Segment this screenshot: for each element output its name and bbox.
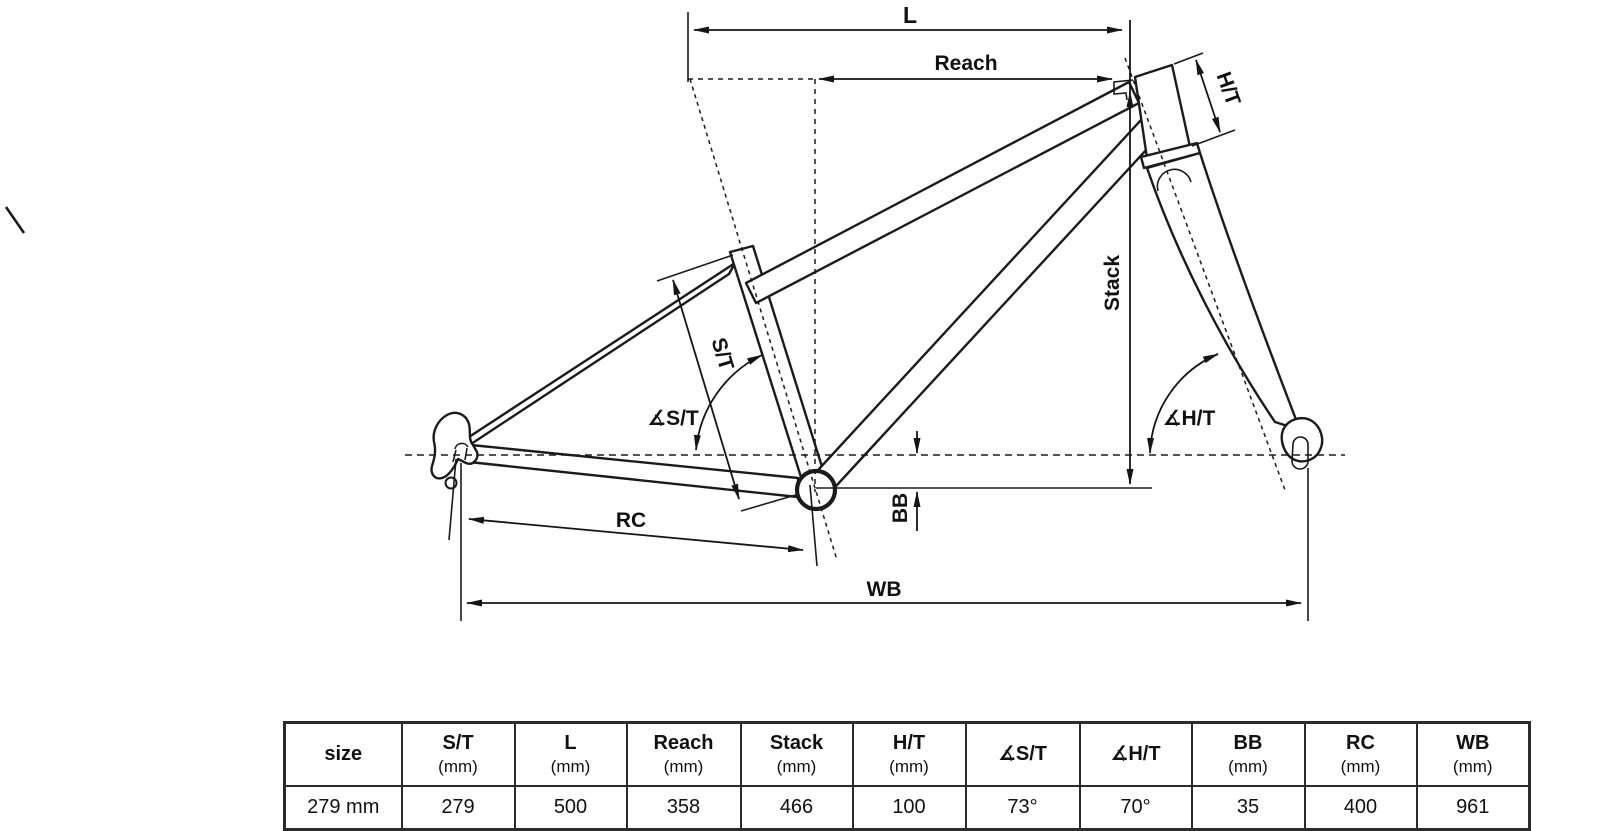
- dim-ht-extensions: [1173, 52, 1236, 147]
- table-cell: 279 mm: [283, 785, 403, 831]
- dimension-lines: [448, 12, 1309, 621]
- table-cell: 70°: [1078, 785, 1193, 831]
- table-cell: 279: [400, 785, 516, 831]
- chainstay: [467, 443, 800, 499]
- table-header-cell: BB(mm): [1190, 721, 1306, 787]
- head-tube-gusset: [1113, 79, 1134, 101]
- label-angle-st: ∡S/T: [647, 407, 699, 430]
- front-axle-slot: [1291, 436, 1309, 470]
- table-header-cell: RC(mm): [1303, 721, 1418, 787]
- fork-crown-arch: [1156, 168, 1192, 192]
- label-reach: Reach: [934, 52, 997, 75]
- construction-lines: [405, 57, 1345, 561]
- table-cell: 358: [625, 785, 742, 831]
- table-header-cell: L(mm): [513, 721, 628, 787]
- table-cell: 400: [1303, 785, 1418, 831]
- dim-st-extensions: [656, 254, 800, 512]
- rear-dropout: [430, 411, 479, 480]
- fork-blade: [1145, 151, 1302, 432]
- table-header-cell: WB(mm): [1415, 721, 1531, 787]
- table-cell: 35: [1190, 785, 1306, 831]
- label-stack: Stack: [1101, 255, 1124, 311]
- table-cell: 961: [1415, 785, 1531, 831]
- dimension-labels: L Reach Stack H/T S/T ∡S/T ∡H/T BB RC WB: [616, 2, 1245, 601]
- frame-drawing: [430, 63, 1324, 512]
- label-rc: RC: [616, 509, 646, 532]
- label-l: L: [903, 2, 917, 28]
- table-cell: 466: [739, 785, 854, 831]
- rear-axle-slot: [452, 442, 469, 463]
- table-cell: 500: [513, 785, 628, 831]
- arc-angle-ht: [1147, 353, 1219, 454]
- table-header-cell: size: [283, 721, 403, 787]
- label-bb: BB: [889, 493, 912, 523]
- label-ht: H/T: [1212, 69, 1245, 109]
- seat-tube-axis: [689, 78, 838, 561]
- arc-angle-st: [693, 354, 763, 451]
- table-header-cell: S/T(mm): [400, 721, 516, 787]
- table-header-cell: ∡H/T: [1078, 721, 1193, 787]
- dim-rc-extensions: [448, 458, 818, 567]
- bottom-bracket: [794, 468, 838, 512]
- label-st: S/T: [706, 335, 738, 373]
- stray-mark: [4, 206, 26, 234]
- table-cell: 73°: [964, 785, 1081, 831]
- label-wb: WB: [867, 578, 902, 601]
- label-angle-ht: ∡H/T: [1163, 407, 1216, 430]
- dim-rc: [468, 516, 804, 553]
- dim-wb-extensions: [460, 463, 1309, 621]
- table-header-cell: Reach(mm): [625, 721, 742, 787]
- geometry-diagram: L Reach Stack H/T S/T ∡S/T ∡H/T BB RC WB: [4, 2, 1345, 621]
- table-header-cell: Stack(mm): [739, 721, 854, 787]
- table-header-cell: ∡S/T: [964, 721, 1081, 787]
- table-cell: 100: [851, 785, 967, 831]
- dim-ht: [1195, 59, 1221, 133]
- table-header-cell: H/T(mm): [851, 721, 967, 787]
